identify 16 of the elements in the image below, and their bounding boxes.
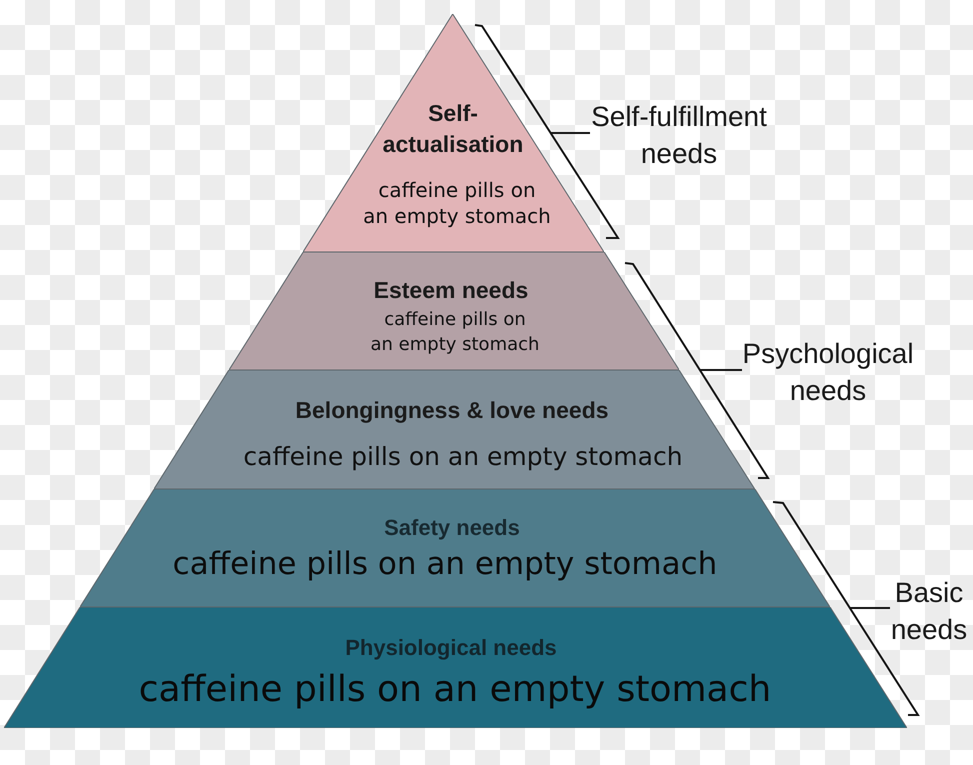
tier-title: Safety needs (383, 514, 521, 542)
tier-description: caffeine pills on an empty stomach (172, 546, 718, 583)
tier-title: Physiological needs (344, 634, 558, 662)
bracket-label: Self-fulfillment needs (590, 100, 768, 171)
bracket-label: Basic needs (890, 576, 968, 647)
pyramid-tier (229, 252, 680, 370)
tier-description: caffeine pills on an empty stomach (362, 177, 552, 229)
pyramid-tier (80, 489, 830, 607)
pyramid-tier (154, 370, 756, 489)
bracket-label: Psychological needs (741, 337, 915, 408)
tier-description: caffeine pills on an empty stomach (242, 442, 684, 472)
tier-title: Self- actualisation (382, 99, 524, 159)
tier-description: caffeine pills on an empty stomach (138, 669, 772, 711)
tier-title: Belongingness & love needs (294, 396, 610, 424)
tier-title: Esteem needs (372, 276, 530, 304)
tier-description: caffeine pills on an empty stomach (370, 308, 540, 357)
